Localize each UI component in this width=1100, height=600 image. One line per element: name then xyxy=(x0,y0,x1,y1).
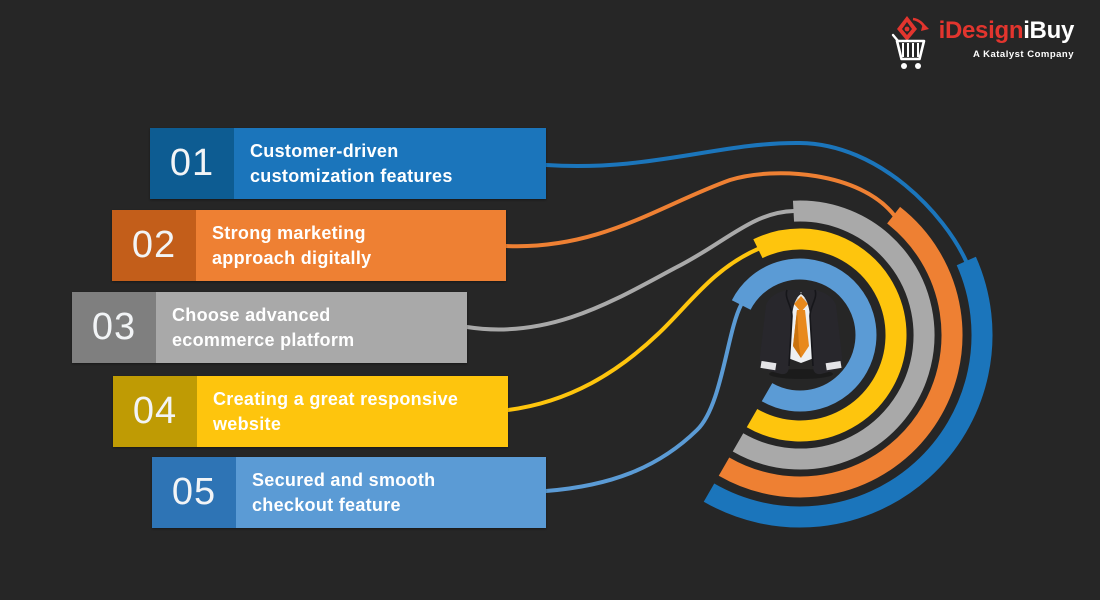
ring-arc-step-03 xyxy=(732,200,935,470)
suit-tie-knot xyxy=(794,296,808,312)
brand-logo: iDesigniBuy A Katalyst Company xyxy=(891,14,1074,72)
brand-name-white: iBuy xyxy=(1023,17,1074,44)
brand-name-red: iDesign xyxy=(938,17,1024,44)
ring-arc-step-04 xyxy=(746,228,907,442)
suit-icon xyxy=(759,289,843,379)
step-title-line: Customer-driven xyxy=(250,140,399,161)
step-number: 04 xyxy=(113,376,197,447)
step-item-03: 03 Choose advanced ecommerce platform xyxy=(72,292,467,363)
step-title-line: Creating a great responsive xyxy=(213,388,459,409)
step-number: 01 xyxy=(150,128,234,199)
step-item-02: 02 Strong marketing approach digitally xyxy=(112,210,506,281)
step-title: Creating a great responsive website xyxy=(197,376,508,447)
brand-text: iDesigniBuy A Katalyst Company xyxy=(938,14,1075,60)
step-title-line: ecommerce platform xyxy=(172,329,355,350)
ring-arc-step-01 xyxy=(703,256,993,528)
ring-arc-step-02 xyxy=(718,206,963,498)
step-item-05: 05 Secured and smooth checkout feature xyxy=(152,457,546,528)
connector-line-step-03 xyxy=(465,209,796,332)
brand-tagline: A Katalyst Company xyxy=(972,49,1074,60)
step-title: Customer-driven customization features xyxy=(234,128,546,199)
brand-wordmark: iDesigniBuy xyxy=(938,14,1075,48)
step-title-line: Choose advanced xyxy=(172,304,331,325)
step-title: Choose advanced ecommerce platform xyxy=(156,292,467,363)
connector-line-step-04 xyxy=(506,247,760,412)
step-number: 03 xyxy=(72,292,156,363)
step-number: 05 xyxy=(152,457,236,528)
connector-line-step-01 xyxy=(544,140,968,263)
ring-arc-step-05 xyxy=(731,258,877,412)
step-title: Strong marketing approach digitally xyxy=(196,210,506,281)
step-title-line: Secured and smooth xyxy=(252,469,436,490)
step-number: 02 xyxy=(112,210,196,281)
step-title: Secured and smooth checkout feature xyxy=(236,457,546,528)
step-title-line: approach digitally xyxy=(212,247,372,268)
step-item-01: 01 Customer-driven customization feature… xyxy=(150,128,546,199)
step-title-line: customization features xyxy=(250,165,453,186)
cart-with-pen-tool-icon xyxy=(891,16,929,69)
step-item-04: 04 Creating a great responsive website xyxy=(113,376,508,447)
step-title-line: website xyxy=(213,413,282,434)
connector-line-step-02 xyxy=(504,171,896,249)
step-title-line: Strong marketing xyxy=(212,222,366,243)
step-title-line: checkout feature xyxy=(252,494,401,515)
connector-line-step-05 xyxy=(544,303,743,493)
